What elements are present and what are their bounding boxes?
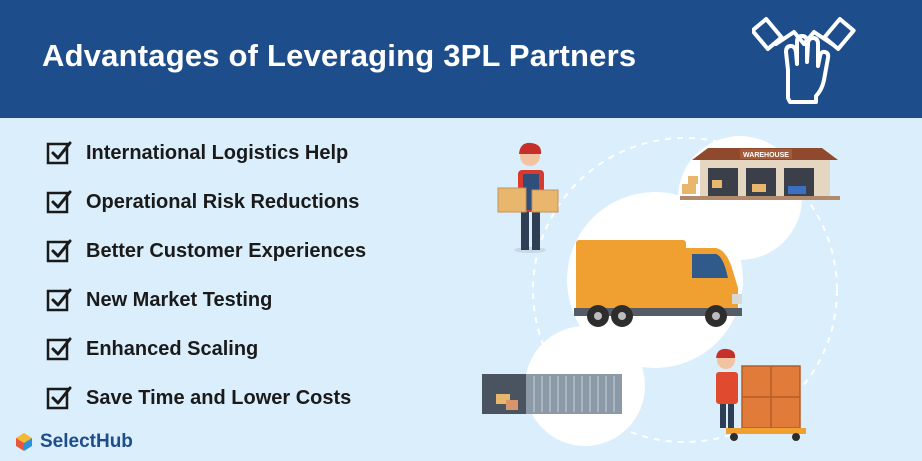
checkbox-checked-icon <box>46 288 72 312</box>
checkbox-checked-icon <box>46 190 72 214</box>
selecthub-logo: SelectHub <box>14 428 133 456</box>
hands-teamwork-icon <box>752 17 856 104</box>
shipping-container-icon <box>482 374 622 414</box>
list-item: Save Time and Lower Costs <box>46 381 366 430</box>
logistics-illustration: WAREHOUSE <box>482 136 840 446</box>
list-item: Better Customer Experiences <box>46 234 366 283</box>
list-item: New Market Testing <box>46 283 366 332</box>
dashed-orbit <box>532 137 838 443</box>
list-item-label: Save Time and Lower Costs <box>86 387 352 409</box>
warehouse-icon: WAREHOUSE <box>680 148 840 200</box>
list-item-label: New Market Testing <box>86 289 273 311</box>
header-banner: Advantages of Leveraging 3PL Partners <box>0 0 922 118</box>
worker-pallet-jack-icon <box>716 348 806 441</box>
list-item-label: Better Customer Experiences <box>86 240 367 262</box>
selecthub-logo-text: SelectHub <box>40 431 133 452</box>
list-item: Enhanced Scaling <box>46 332 366 381</box>
checkbox-checked-icon <box>46 141 72 165</box>
checkbox-checked-icon <box>46 239 72 263</box>
page-title: Advantages of Leveraging 3PL Partners <box>42 38 637 73</box>
list-item-label: International Logistics Help <box>86 142 349 164</box>
advantages-checklist: International Logistics Help Operational… <box>46 136 366 430</box>
delivery-truck-icon <box>574 240 742 327</box>
selecthub-logo-mark-icon <box>16 433 32 451</box>
list-item: Operational Risk Reductions <box>46 185 366 234</box>
warehouse-sign-text: WAREHOUSE <box>743 152 789 159</box>
list-item: International Logistics Help <box>46 136 366 185</box>
checkbox-checked-icon <box>46 337 72 361</box>
checkbox-checked-icon <box>46 386 72 410</box>
list-item-label: Enhanced Scaling <box>86 338 259 360</box>
worker-carrying-boxes-icon <box>497 142 559 253</box>
list-item-label: Operational Risk Reductions <box>86 191 360 213</box>
